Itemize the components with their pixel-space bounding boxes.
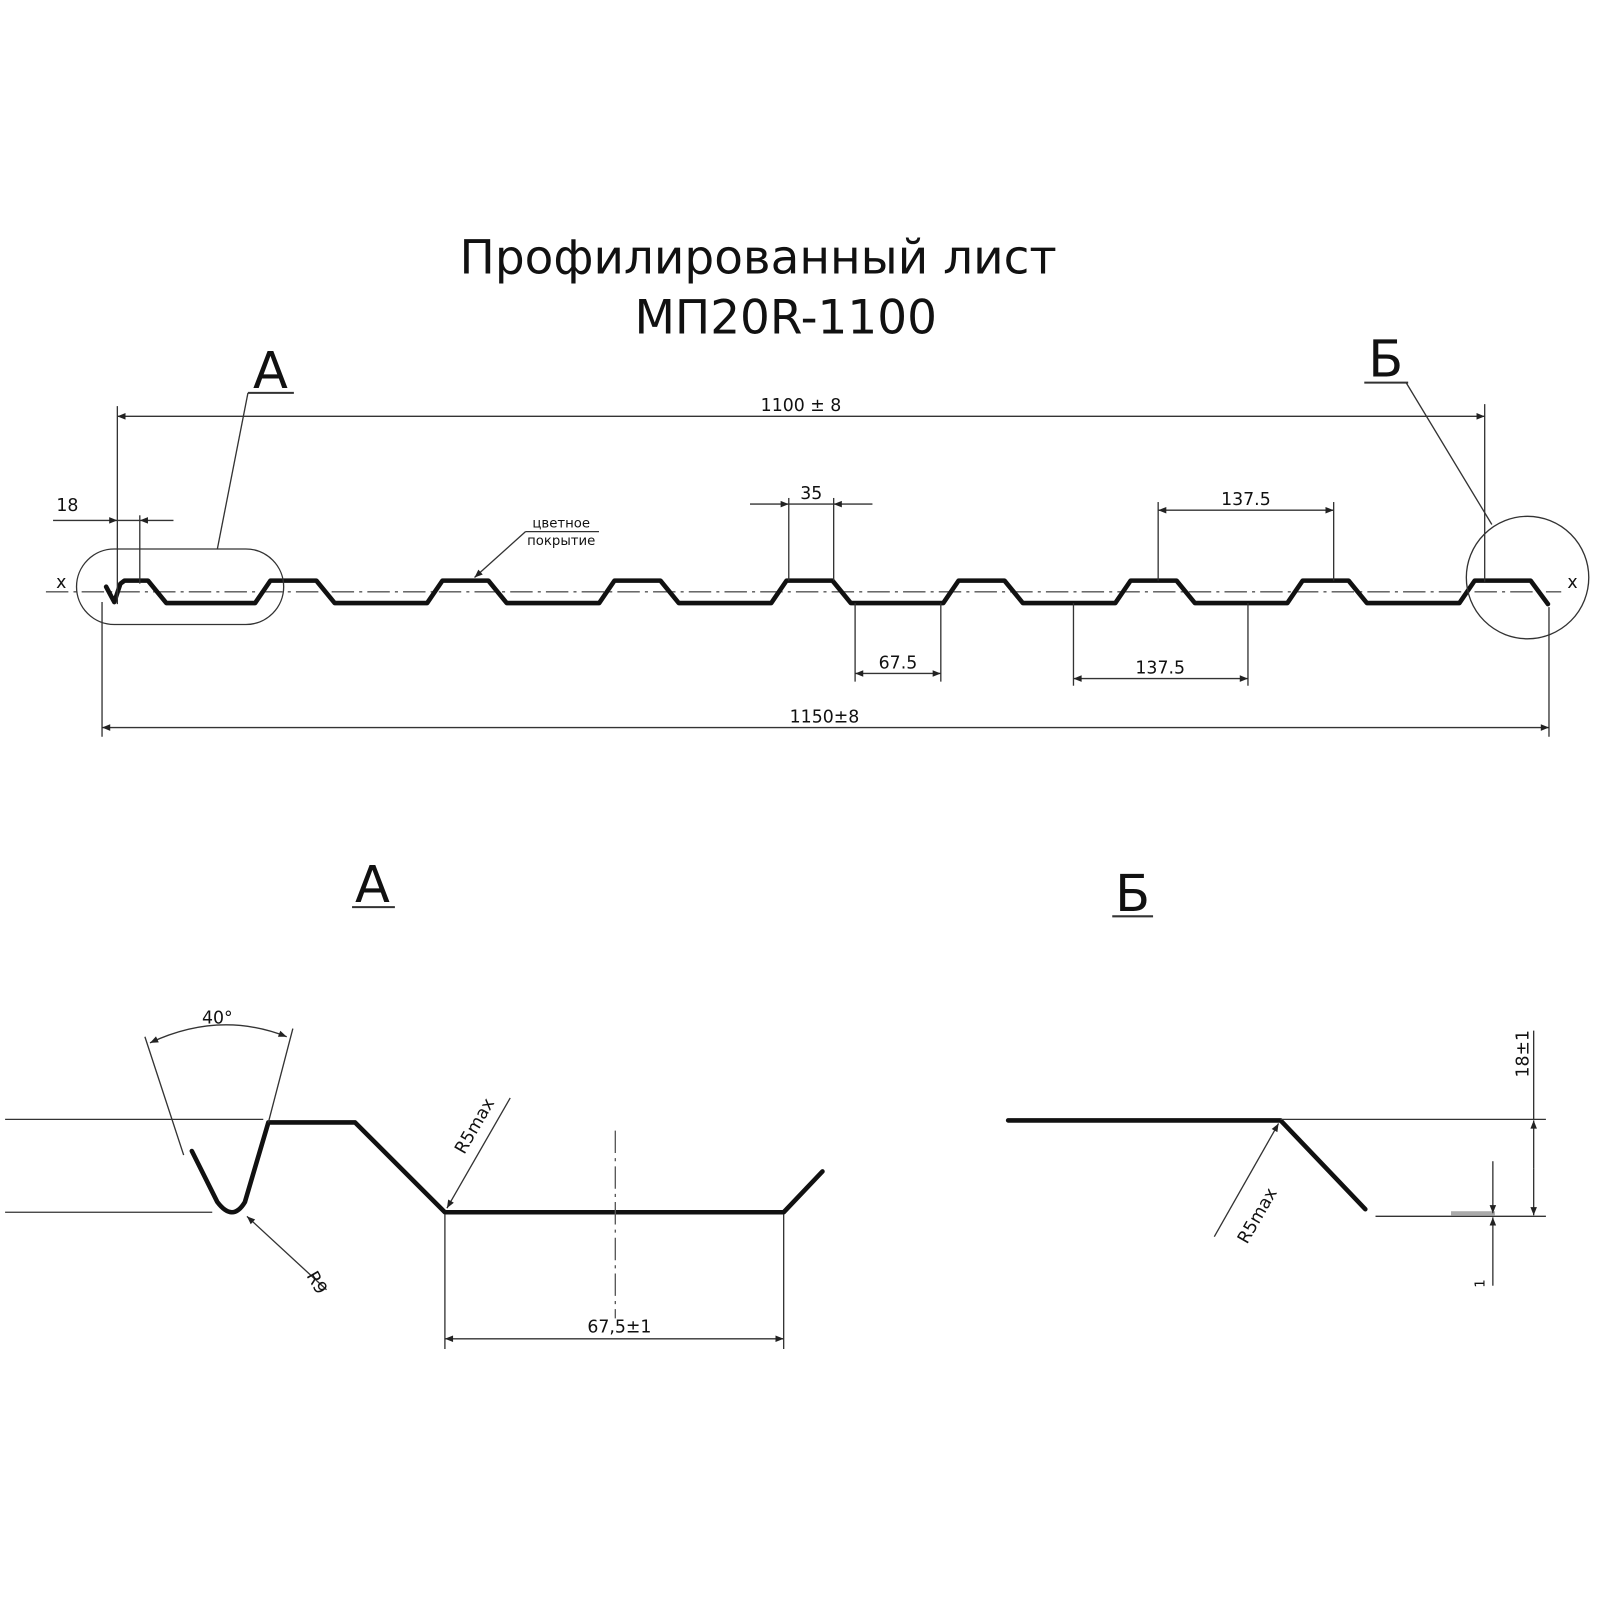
axis-label-left: x: [56, 573, 66, 593]
dim-67-5: 67,5±1: [587, 1318, 651, 1338]
dim-pitch-bottom: 137.5: [1135, 658, 1185, 678]
r5max-label-b: R5max: [1234, 1185, 1282, 1248]
dim-18: 18: [56, 496, 78, 516]
callout-b-leader: [1405, 382, 1493, 525]
callout-a-outline: [75, 548, 285, 626]
dim-1: 1: [1474, 1279, 1489, 1287]
detail-a-label: А: [355, 856, 390, 915]
title-line-1: Профилированный лист: [460, 230, 1057, 285]
coating-label-2: покрытие: [527, 534, 595, 549]
dim-1100: 1100 ± 8: [761, 396, 842, 416]
dim-pitch-top: 137.5: [1221, 490, 1271, 510]
tolerance-mark: [1451, 1211, 1495, 1216]
detail-a: А 40° R9 R5max 67,5±1: [5, 856, 825, 1349]
callout-a-label: А: [253, 342, 288, 401]
dim-18-1: 18±1: [1514, 1030, 1534, 1078]
coating-leader: [474, 531, 526, 579]
r5max-label-a: R5max: [451, 1095, 499, 1158]
dim-35: 35: [800, 484, 822, 504]
angle-40: 40°: [202, 1008, 233, 1028]
callout-b-label: Б: [1368, 331, 1403, 390]
axis-label-right: x: [1567, 573, 1577, 593]
callout-a-leader: [216, 392, 249, 550]
dim-1150: 1150±8: [790, 707, 860, 727]
angle-arc: [149, 1024, 287, 1044]
r5max-leader: [446, 1097, 511, 1209]
r5max-leader: [1213, 1123, 1280, 1238]
detail-b-label: Б: [1115, 865, 1150, 924]
angle-line: [144, 1036, 185, 1156]
detail-b-profile: [1005, 1118, 1368, 1212]
main-view: x x 1100 ± 8 1150±8 18 35 137.5 67.5: [45, 331, 1590, 737]
angle-line: [267, 1028, 294, 1123]
detail-b: Б 18±1 1 R5max: [1005, 865, 1546, 1288]
detail-a-profile: [189, 1120, 825, 1215]
coating-label-1: цветное: [532, 517, 590, 532]
callout-b-outline: [1465, 515, 1590, 640]
r9-label: R9: [302, 1268, 331, 1298]
title-line-2: МП20R-1100: [634, 291, 937, 346]
r9-leader: [246, 1215, 327, 1291]
sheet-profile: [103, 578, 1551, 607]
dim-bottom-width: 67.5: [879, 653, 918, 673]
